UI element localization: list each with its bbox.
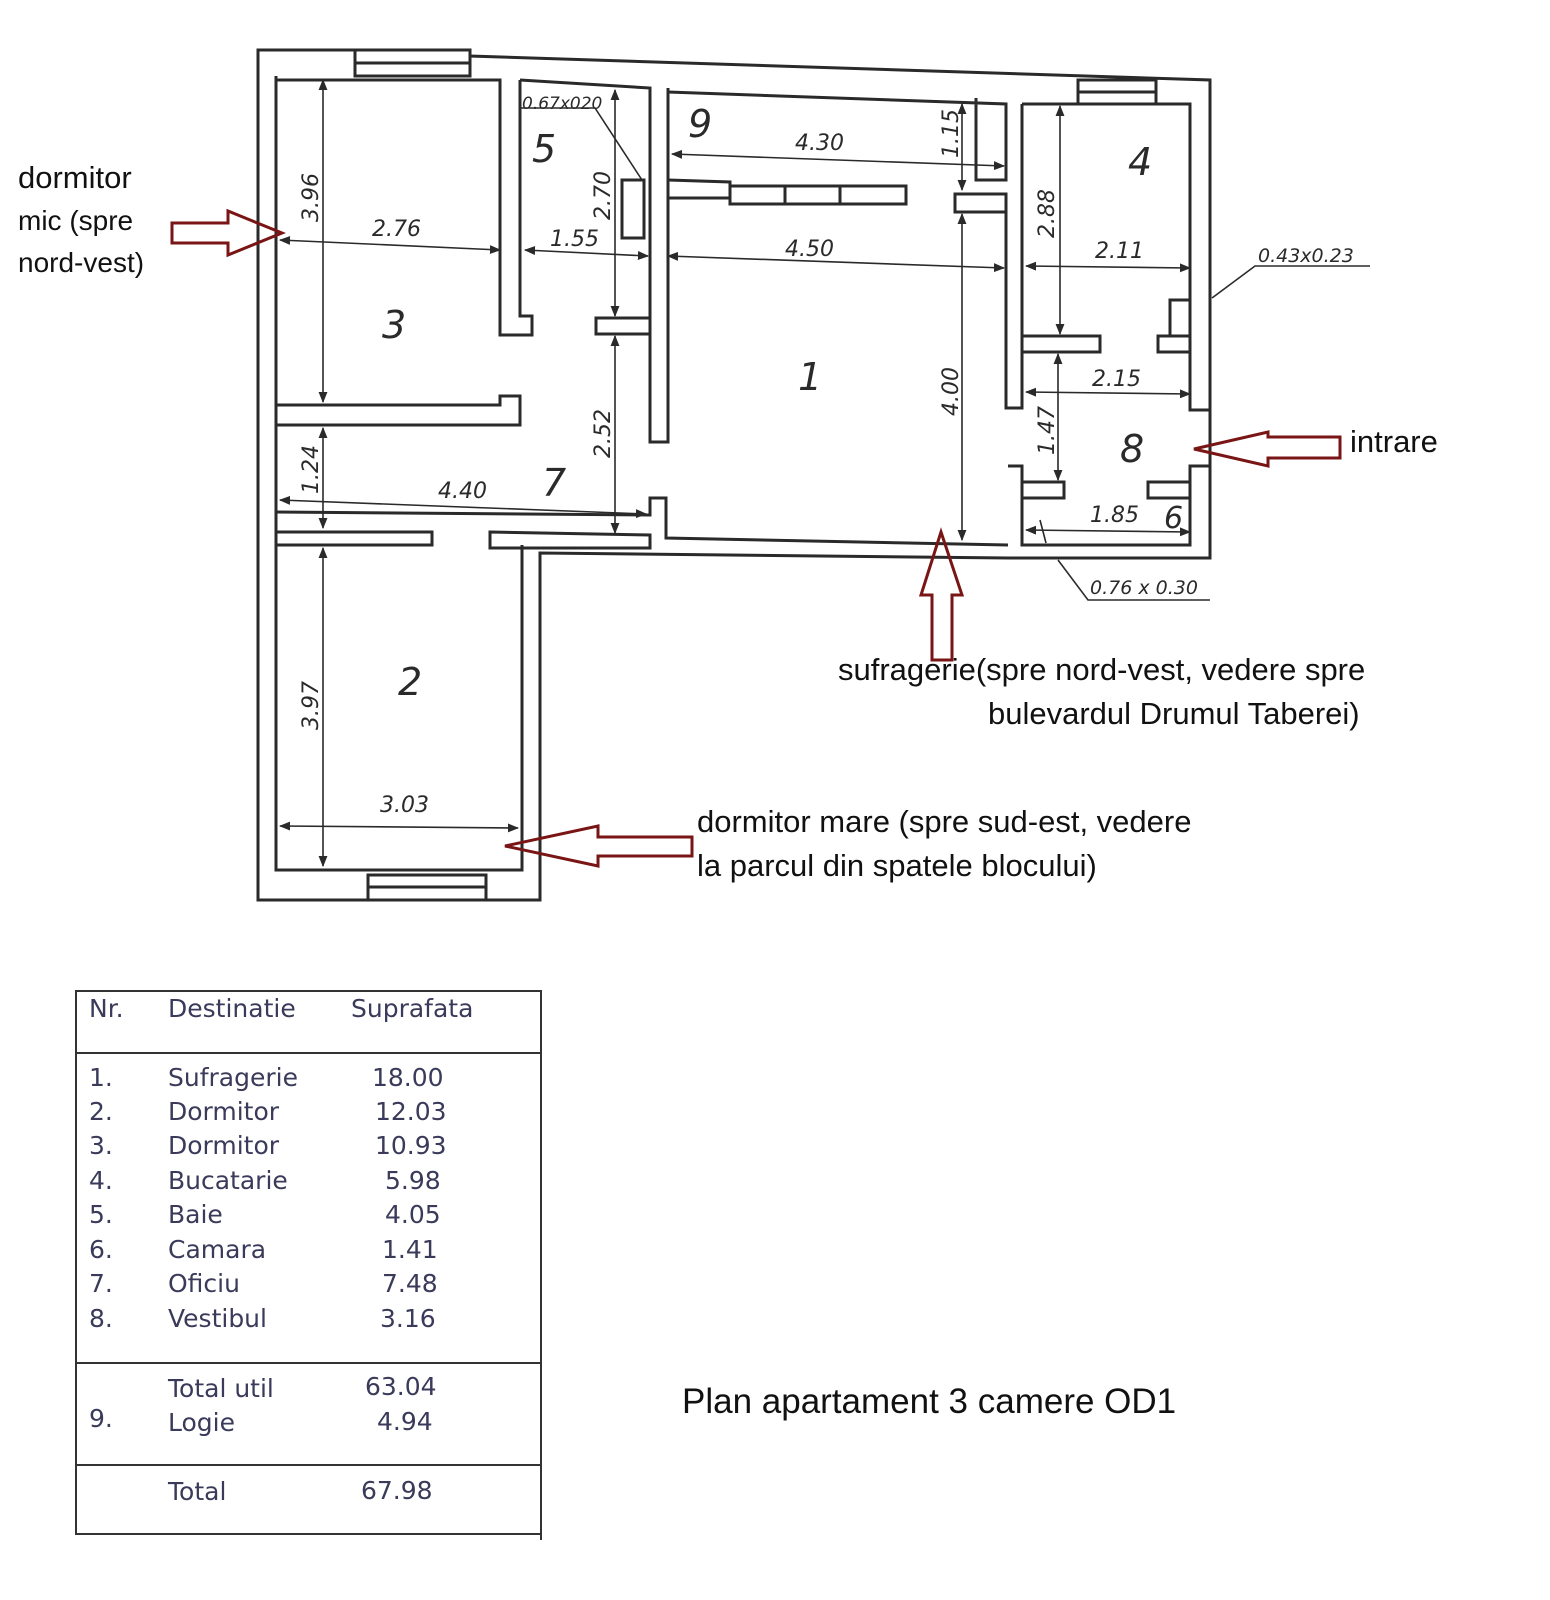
room-number-7: 7 xyxy=(542,461,566,505)
label-dormitor-mic: dormitor mic (spre nord-vest) xyxy=(18,156,144,284)
dim-0-76x0-30: 0.76 x 0.30 xyxy=(1090,577,1198,599)
room-number-9: 9 xyxy=(688,102,712,146)
room-number-8: 8 xyxy=(1120,427,1144,471)
row-destinatie: Oficiu xyxy=(168,1269,240,1298)
dim-3-96: 3.96 xyxy=(299,173,324,222)
row-nr: 1. xyxy=(89,1063,113,1092)
label-dormitor-mare-line2: la parcul din spatele blocului) xyxy=(697,848,1097,883)
dim-2-52: 2.52 xyxy=(591,409,616,458)
row-suprafata: 1.41 xyxy=(382,1235,438,1264)
row-destinatie: Bucatarie xyxy=(168,1166,288,1195)
row-nr: 4. xyxy=(89,1166,113,1195)
walls xyxy=(256,48,1212,902)
total-util-label: Total util xyxy=(168,1374,274,1403)
table-border-left xyxy=(75,990,77,1535)
dim-3-97: 3.97 xyxy=(299,681,324,730)
row-nr: 7. xyxy=(89,1269,113,1298)
dim-2-76: 2.76 xyxy=(372,217,421,242)
row-destinatie: Camara xyxy=(168,1235,267,1264)
header-nr: Nr. xyxy=(89,994,124,1023)
row-nr: 8. xyxy=(89,1304,113,1333)
room-number-3: 3 xyxy=(382,303,406,347)
floor-plan: 3.96 2.76 1.55 2.70 0.67x020 4.30 1.15 4… xyxy=(170,48,1370,902)
label-intrare: intrare xyxy=(1350,424,1438,459)
dim-2-70: 2.70 xyxy=(591,171,616,220)
total-util-value: 63.04 xyxy=(365,1372,437,1401)
dim-2-15: 2.15 xyxy=(1092,367,1141,392)
dim-4-30: 4.30 xyxy=(795,131,844,156)
plan-title: Plan apartament 3 camere OD1 xyxy=(682,1382,1177,1421)
row-destinatie: Vestibul xyxy=(168,1304,267,1333)
room-number-6: 6 xyxy=(1164,501,1183,536)
dim-4-00: 4.00 xyxy=(939,367,964,416)
dim-0-67x020: 0.67x020 xyxy=(522,94,602,114)
label-dormitor-mare: dormitor mare (spre sud-est, vedere la p… xyxy=(697,800,1191,888)
row-suprafata: 4.05 xyxy=(385,1200,441,1229)
total-label: Total xyxy=(168,1477,227,1506)
row-suprafata: 3.16 xyxy=(380,1304,436,1333)
row-suprafata: 10.93 xyxy=(375,1131,447,1160)
label-sufragerie-line1: sufragerie(spre nord-vest, vedere spre xyxy=(838,652,1366,687)
row-destinatie: Dormitor xyxy=(168,1097,280,1126)
row-destinatie: Sufragerie xyxy=(168,1063,298,1092)
dim-4-40: 4.40 xyxy=(438,479,487,504)
arrow-sufragerie xyxy=(918,527,965,662)
logie-value: 4.94 xyxy=(377,1407,433,1436)
dim-1-24: 1.24 xyxy=(299,445,324,494)
label-dormitor-mic-line1: dormitor xyxy=(18,160,132,195)
label-dormitor-mic-line3: nord-vest) xyxy=(18,247,145,278)
label-dormitor-mare-line1: dormitor mare (spre sud-est, vedere xyxy=(697,804,1192,839)
dimension-lines xyxy=(278,78,1370,868)
dim-2-11: 2.11 xyxy=(1095,239,1144,264)
dim-0-43x0-23: 0.43x0.23 xyxy=(1258,245,1354,267)
table-header-separator xyxy=(75,1052,541,1054)
room-number-4: 4 xyxy=(1128,140,1152,184)
label-sufragerie-line2: bulevardul Drumul Taberei) xyxy=(988,696,1360,731)
room-number-1: 1 xyxy=(798,355,822,399)
table-border-bottom xyxy=(75,1533,541,1535)
room-number-2: 2 xyxy=(398,660,422,704)
row-destinatie: Dormitor xyxy=(168,1131,280,1160)
arrow-dormitor-mic xyxy=(170,208,286,258)
row-nr: 2. xyxy=(89,1097,113,1126)
logie-nr: 9. xyxy=(89,1404,113,1433)
row-suprafata: 12.03 xyxy=(375,1097,447,1126)
table-rows-separator xyxy=(75,1362,541,1364)
dim-4-50: 4.50 xyxy=(785,237,834,262)
row-nr: 5. xyxy=(89,1200,113,1229)
dim-1-85: 1.85 xyxy=(1090,503,1139,528)
arrow-dormitor-mare xyxy=(504,824,694,868)
row-suprafata: 18.00 xyxy=(372,1063,444,1092)
dim-3-03: 3.03 xyxy=(380,793,429,818)
dim-2-88: 2.88 xyxy=(1035,189,1060,238)
dim-1-15: 1.15 xyxy=(939,109,964,158)
table-border-top xyxy=(75,990,541,992)
table-border-right xyxy=(540,990,542,1540)
total-value: 67.98 xyxy=(361,1476,433,1505)
area-table: Nr. Destinatie Suprafata 1. Sufragerie 1… xyxy=(75,990,543,1550)
dim-1-55: 1.55 xyxy=(550,227,599,252)
row-nr: 6. xyxy=(89,1235,113,1264)
row-nr: 3. xyxy=(89,1131,113,1160)
arrow-intrare xyxy=(1193,430,1342,468)
room-number-5: 5 xyxy=(532,127,556,171)
row-destinatie: Baie xyxy=(168,1200,223,1229)
row-suprafata: 7.48 xyxy=(382,1269,438,1298)
table-total-separator xyxy=(75,1464,541,1466)
header-suprafata: Suprafata xyxy=(351,994,474,1023)
label-sufragerie: sufragerie(spre nord-vest, vedere spre b… xyxy=(838,648,1365,736)
row-suprafata: 5.98 xyxy=(385,1166,441,1195)
label-dormitor-mic-line2: mic (spre xyxy=(18,205,134,236)
logie-label: Logie xyxy=(168,1408,235,1437)
header-destinatie: Destinatie xyxy=(168,994,296,1023)
dim-1-47: 1.47 xyxy=(1035,406,1060,455)
